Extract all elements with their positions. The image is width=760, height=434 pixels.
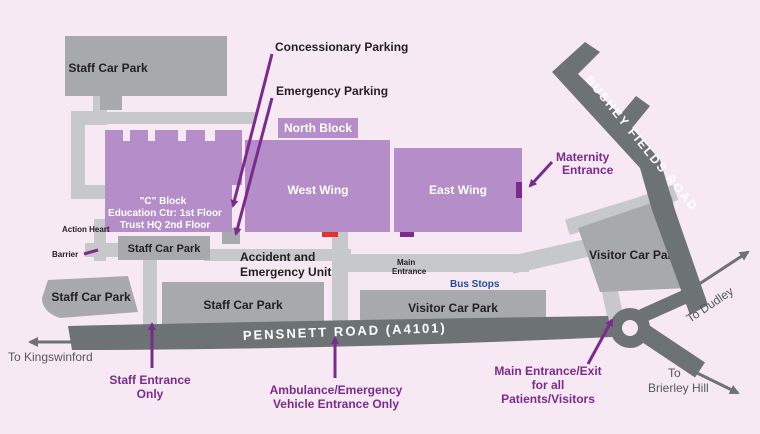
visitor-car-park-bottom-label: Visitor Car Park bbox=[408, 301, 498, 315]
to-kingswinford-label: To Kingswinford bbox=[8, 350, 93, 364]
c-block-label-3: Trust HQ 2nd Floor bbox=[120, 220, 211, 231]
staff-car-park-top-label: Staff Car Park bbox=[68, 61, 148, 75]
staff-car-park-bottom-label: Staff Car Park bbox=[203, 298, 283, 312]
to-brierley-label-1: To bbox=[668, 366, 681, 380]
ae-label-1: Accident and bbox=[240, 250, 315, 264]
staff-car-park-left-label: Staff Car Park bbox=[51, 290, 131, 304]
main-entrance-label-1: Main bbox=[397, 258, 415, 267]
barrier-callout: Barrier bbox=[52, 248, 99, 259]
action-heart-label: Action Heart bbox=[62, 225, 110, 234]
emergency-parking-arrow-icon bbox=[233, 97, 274, 236]
maternity-callout: Maternity Entrance bbox=[528, 150, 614, 188]
main-exit-label-3: Patients/Visitors bbox=[501, 392, 595, 406]
emergency-parking-label: Emergency Parking bbox=[276, 84, 388, 98]
ambulance-label-1: Ambulance/Emergency bbox=[270, 383, 403, 397]
west-wing-label: West Wing bbox=[287, 183, 348, 197]
staff-car-park-mid: Staff Car Park bbox=[118, 236, 210, 260]
staff-car-park-mid-label: Staff Car Park bbox=[128, 243, 202, 255]
building-c-block: "C" Block Education Ctr: 1st Floor Trust… bbox=[105, 130, 242, 232]
c-block-label-1: "C" Block bbox=[140, 196, 187, 207]
barrier-marker bbox=[83, 248, 99, 256]
ae-callout: Accident and Emergency Unit bbox=[240, 250, 331, 279]
ambulance-callout: Ambulance/Emergency Vehicle Entrance Onl… bbox=[270, 336, 403, 411]
roundabout-centre bbox=[622, 320, 638, 336]
main-exit-callout: Main Entrance/Exit for all Patients/Visi… bbox=[494, 318, 614, 406]
arrow-northeast-icon bbox=[689, 250, 750, 292]
staff-car-park-top: Staff Car Park bbox=[65, 36, 227, 110]
building-west-wing: West Wing bbox=[245, 140, 390, 232]
c-block-label-2: Education Ctr: 1st Floor bbox=[108, 208, 222, 219]
visitor-car-park-right-label: Visitor Car Park bbox=[589, 248, 679, 262]
bushey-fields-road-label: BUSHEY FIELDS ROAD bbox=[583, 73, 702, 214]
bus-stops-label: Bus Stops bbox=[450, 279, 500, 290]
maternity-label-2: Entrance bbox=[562, 163, 614, 177]
to-brierley-hill: To Brierley Hill bbox=[648, 366, 740, 395]
main-entrance-label-2: Entrance bbox=[392, 267, 427, 276]
arrow-southeast-icon bbox=[694, 370, 740, 395]
staff-car-park-bottom: Staff Car Park bbox=[162, 282, 324, 326]
barrier-label: Barrier bbox=[52, 250, 78, 259]
maternity-label-1: Maternity bbox=[556, 150, 610, 164]
brierley-spur bbox=[635, 322, 705, 378]
ae-label-2: Emergency Unit bbox=[240, 265, 331, 279]
pensnett-road: PENSNETT ROAD (A4101) bbox=[68, 316, 612, 350]
to-brierley-label-2: Brierley Hill bbox=[648, 381, 709, 395]
main-exit-arrow-icon bbox=[586, 318, 614, 365]
ae-entrance-marker bbox=[322, 232, 338, 237]
concessionary-parking-label: Concessionary Parking bbox=[275, 40, 408, 54]
north-loop-road bbox=[71, 88, 107, 199]
main-entrance-marker bbox=[400, 232, 414, 237]
main-exit-label-1: Main Entrance/Exit bbox=[494, 364, 601, 378]
concessionary-parking-callout: Concessionary Parking bbox=[230, 40, 408, 208]
main-exit-label-2: for all bbox=[532, 378, 565, 392]
staff-entrance-label-2: Only bbox=[137, 387, 164, 401]
to-dudley: To Dudley bbox=[684, 250, 750, 325]
staff-car-park-left: Staff Car Park bbox=[42, 276, 138, 318]
maternity-arrow-icon bbox=[528, 160, 554, 188]
staff-entrance-label-1: Staff Entrance bbox=[109, 373, 191, 387]
maternity-entrance-marker bbox=[516, 182, 522, 198]
to-kingswinford: To Kingswinford bbox=[8, 337, 110, 364]
ambulance-label-2: Vehicle Entrance Only bbox=[273, 397, 399, 411]
building-east-wing: East Wing bbox=[394, 148, 522, 232]
east-wing-label: East Wing bbox=[429, 183, 487, 197]
emergency-parking-callout: Emergency Parking bbox=[233, 84, 388, 236]
north-block-label: North Block bbox=[284, 121, 352, 135]
concessionary-arrow-icon bbox=[230, 53, 274, 208]
building-north-block: North Block bbox=[278, 118, 358, 138]
staff-entrance-callout: Staff Entrance Only bbox=[109, 322, 191, 401]
